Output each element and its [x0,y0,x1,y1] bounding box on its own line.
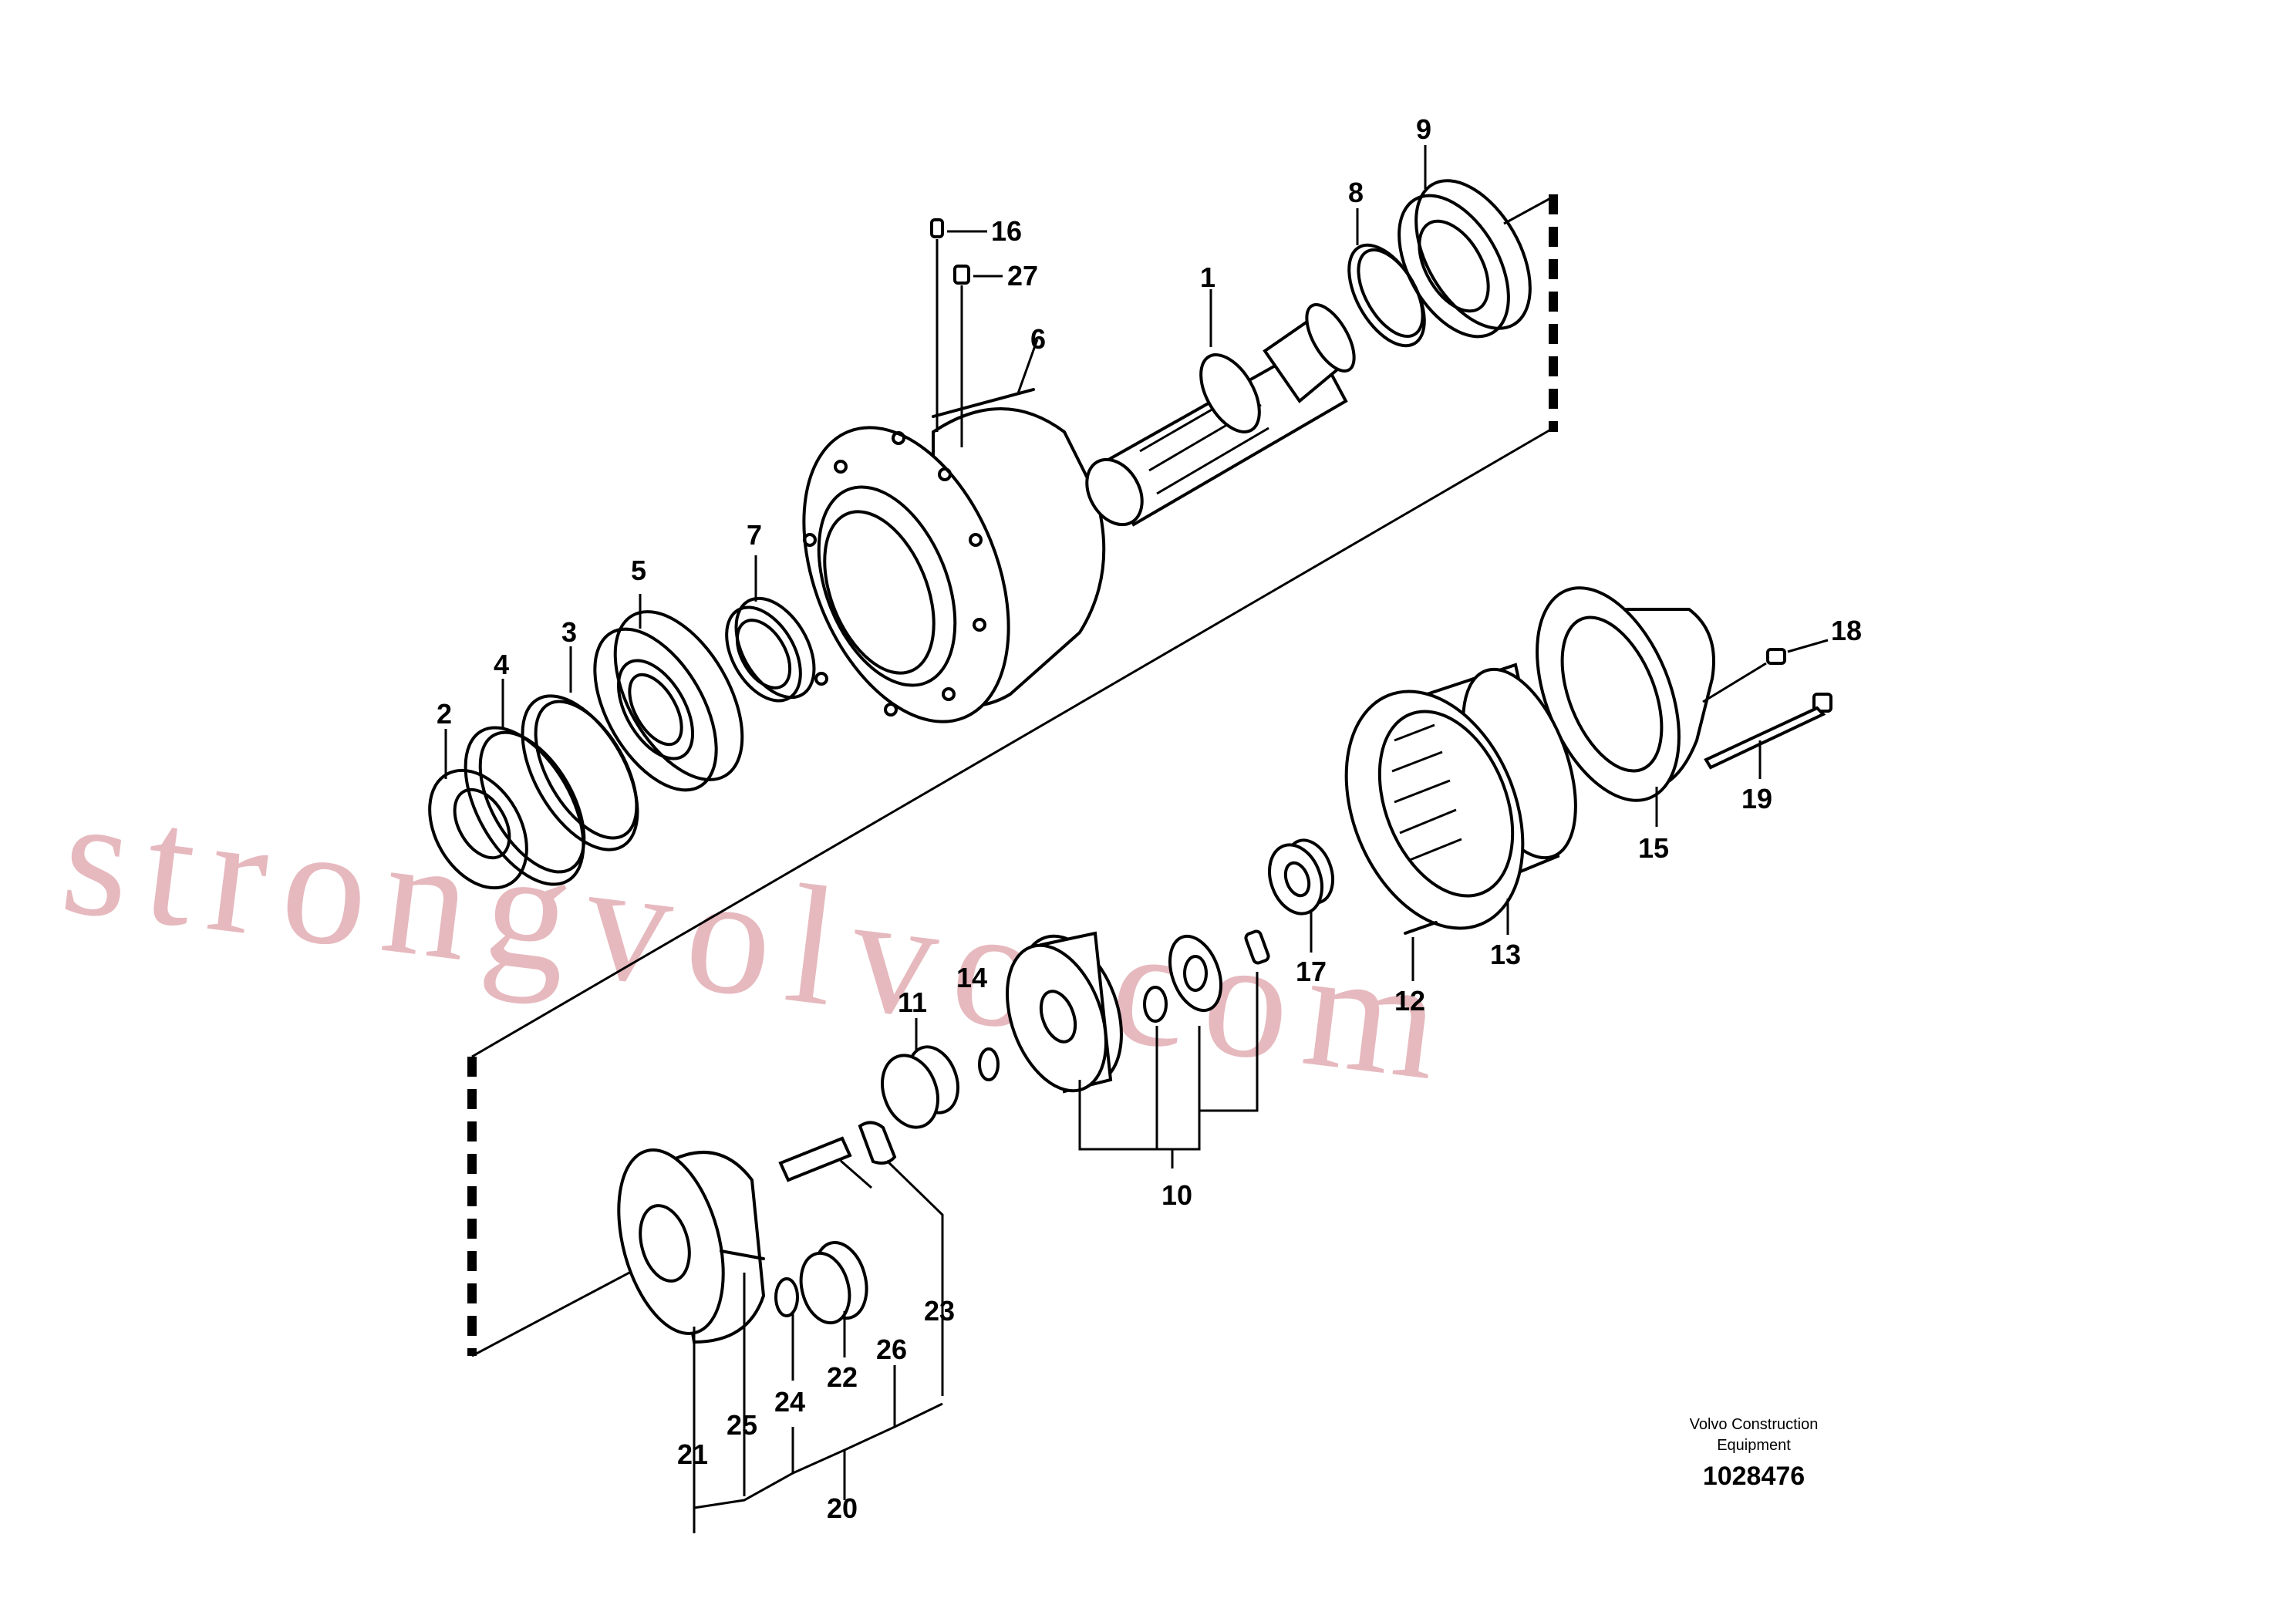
callout-24: 24 [774,1386,805,1418]
part-3-snap-ring [521,646,639,851]
callout-8: 8 [1348,177,1364,208]
part-5-bearing [593,594,744,792]
callout-25: 25 [727,1409,757,1441]
callout-23: 23 [924,1295,955,1327]
part-10-carrier-assembly [1006,929,1270,1168]
callout-11: 11 [898,986,927,1018]
callout-4: 4 [494,649,509,680]
callout-3: 3 [561,616,577,648]
part-23-bushing [858,1121,944,1396]
part-17-planet-gear [1268,838,1334,953]
part-6-hub [802,339,1106,723]
callout-12: 12 [1394,985,1425,1017]
callout-16: 16 [991,215,1022,247]
part-12-pin [1404,921,1438,981]
part-1-shaft [1085,289,1356,527]
callout-26: 26 [876,1334,907,1365]
callout-27: 27 [1007,260,1038,292]
callout-6: 6 [1030,323,1046,355]
part-20-bracket [693,1365,943,1533]
callout-1: 1 [1200,261,1215,293]
callout-19: 19 [1741,783,1772,814]
document-number: 1028476 [1703,1462,1805,1491]
assembly-axis [467,194,1558,1357]
callout-7: 7 [747,519,762,551]
callout-15: 15 [1638,832,1669,864]
part-14-washer [978,1047,1000,1081]
part-19-bolt [1704,693,1832,779]
part-27-plug [953,265,1003,447]
callout-17: 17 [1296,956,1327,987]
part-24-washer [774,1277,799,1381]
credit-line-2: Equipment [1717,1437,1791,1454]
part-11-sun-gear [881,1018,959,1129]
callout-13: 13 [1490,939,1521,970]
callout-9: 9 [1416,113,1431,145]
part-26-shaft [778,1136,872,1189]
part-15-cover [1536,586,1715,827]
part-4-ring [464,679,586,886]
part-7-bearing-cup [725,555,816,703]
part-9-bearing [1397,145,1554,339]
part-21-carrier [617,1148,766,1533]
part-2-seal [428,729,528,890]
part-18-bolt [1702,639,1829,703]
part-13-ring-gear [1344,663,1577,935]
callout-21: 21 [677,1438,708,1470]
callout-20: 20 [827,1492,858,1524]
credit-block: Volvo Construction Equipment 1028476 [1690,1416,1819,1491]
part-22-planet-gear [799,1240,868,1357]
callout-18: 18 [1831,615,1862,646]
credit-line-1: Volvo Construction [1690,1416,1819,1433]
part-16-plug [930,218,987,432]
callout-5: 5 [631,555,646,586]
part-25-pin [720,1249,765,1496]
callout-10: 10 [1161,1179,1192,1211]
callout-22: 22 [827,1361,858,1393]
callout-14: 14 [956,962,987,993]
callout-2: 2 [437,698,452,730]
